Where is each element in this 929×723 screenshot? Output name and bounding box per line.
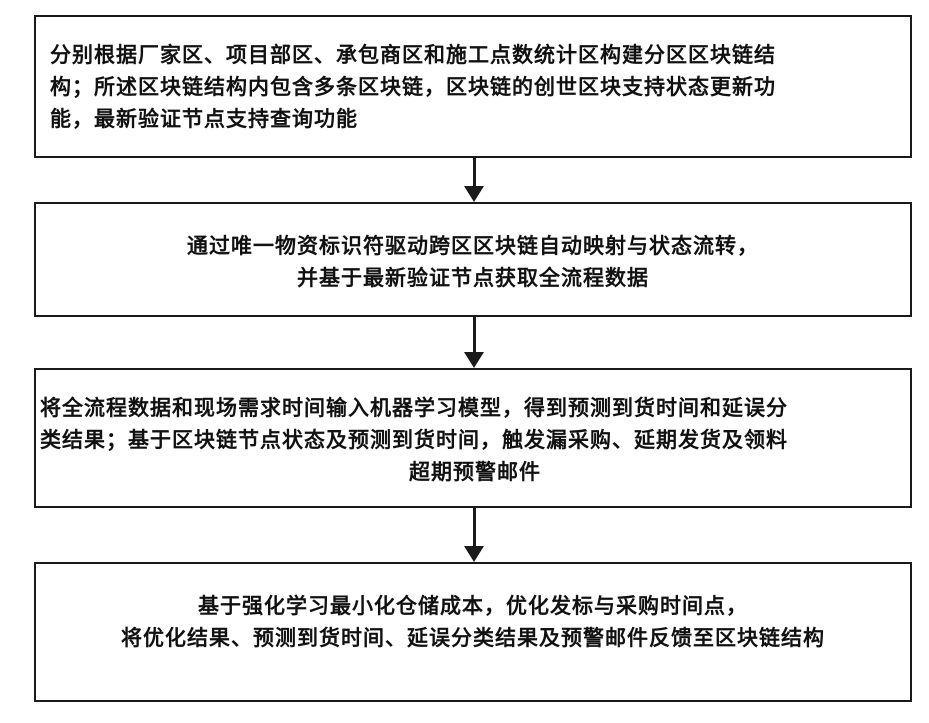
arrow-head [464, 546, 484, 562]
step-2-text-line: 通过唯一物资标识符驱动跨区区块链自动映射与状态流转， [36, 230, 910, 262]
step-4-text-line: 将优化结果、预测到货时间、延误分类结果及预警邮件反馈至区块链结构 [36, 622, 910, 654]
arrow-shaft [473, 508, 476, 548]
arrow-head [464, 186, 484, 202]
step-4-text-line: 基于强化学习最小化仓储成本，优化发标与采购时间点， [36, 590, 910, 622]
step-1-text-line: 分别根据厂家区、项目部区、承包商区和施工点数统计区构建分区区块链结 [50, 39, 910, 71]
arrow-head [464, 352, 484, 368]
step-1-text-line: 能，最新验证节点支持查询功能 [50, 103, 910, 135]
arrow-shaft [473, 158, 476, 188]
down-arrow-icon [464, 508, 484, 562]
flow-step-2-box: 通过唯一物资标识符驱动跨区区块链自动映射与状态流转， 并基于最新验证节点获取全流… [34, 202, 912, 317]
down-arrow-icon [464, 317, 484, 368]
arrow-shaft [473, 317, 476, 354]
step-3-text-line: 类结果；基于区块链节点状态及预测到货时间，触发漏采购、延期发货及领料 [40, 424, 910, 456]
flow-step-3-box: 将全流程数据和现场需求时间输入机器学习模型，得到预测到货时间和延误分 类结果；基… [34, 368, 912, 508]
step-2-text-line: 并基于最新验证节点获取全流程数据 [36, 262, 910, 294]
down-arrow-icon [464, 158, 484, 202]
flow-step-4-box: 基于强化学习最小化仓储成本，优化发标与采购时间点， 将优化结果、预测到货时间、延… [34, 562, 912, 702]
step-3-text-line: 超期预警邮件 [40, 456, 910, 488]
step-3-text-line: 将全流程数据和现场需求时间输入机器学习模型，得到预测到货时间和延误分 [40, 392, 910, 424]
step-1-text-line: 构；所述区块链结构内包含多条区块链，区块链的创世区块支持状态更新功 [50, 71, 910, 103]
flow-step-1-box: 分别根据厂家区、项目部区、承包商区和施工点数统计区构建分区区块链结 构；所述区块… [34, 15, 912, 158]
